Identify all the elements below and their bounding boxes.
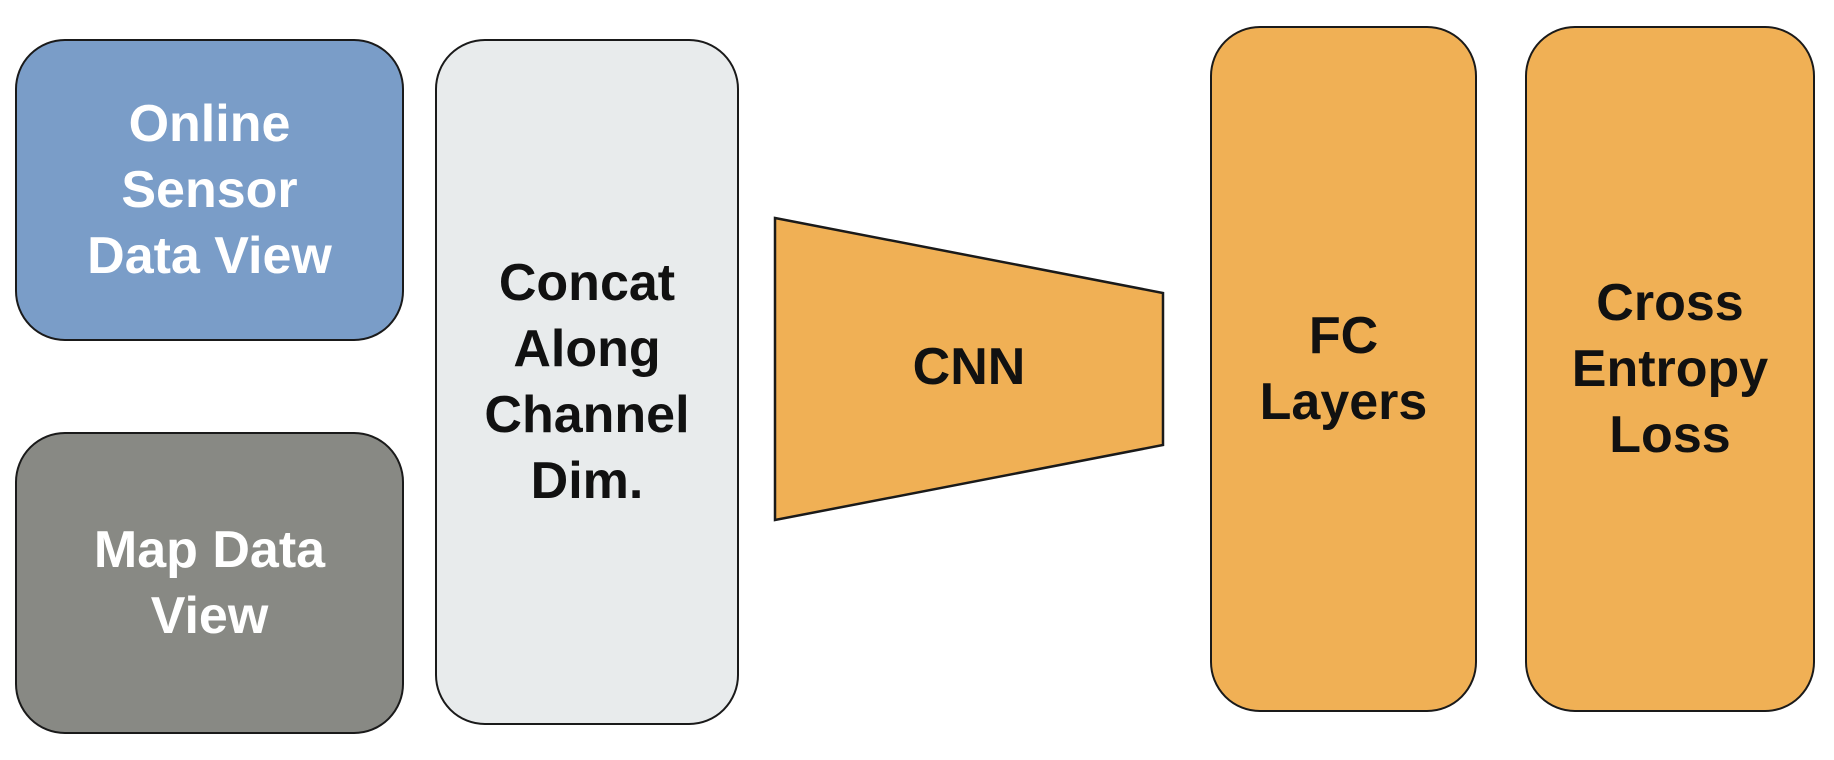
label-line: Online — [128, 95, 291, 153]
label-line: Data View — [87, 227, 332, 285]
concat-block: Concat Along Channel Dim. — [435, 39, 739, 725]
label-line: Map Data — [93, 521, 326, 579]
label-line: Layers — [1259, 373, 1428, 431]
label-line: Along — [513, 320, 661, 378]
label-line: FC — [1308, 307, 1379, 365]
label-line: View — [150, 587, 269, 645]
concat-label: Concat Along Channel Dim. — [484, 250, 689, 514]
fc-layers-label: FC Layers — [1260, 303, 1428, 435]
cross-entropy-loss-block: Cross Entropy Loss — [1525, 26, 1815, 712]
label-line: Sensor — [121, 161, 298, 219]
fc-layers-block: FC Layers — [1210, 26, 1477, 712]
label-line: Loss — [1609, 406, 1731, 464]
online-sensor-data-view-label: Online Sensor Data View — [87, 91, 332, 289]
label-line: Channel — [484, 386, 690, 444]
map-data-view-block: Map Data View — [15, 432, 404, 734]
label-line: Cross — [1596, 274, 1744, 332]
label-line: Concat — [498, 254, 676, 312]
cross-entropy-loss-label: Cross Entropy Loss — [1572, 270, 1768, 468]
label-line: Dim. — [530, 452, 644, 510]
map-data-view-label: Map Data View — [94, 517, 325, 649]
label-line: Entropy — [1571, 340, 1769, 398]
cnn-label: CNN — [912, 338, 1026, 396]
online-sensor-data-view-block: Online Sensor Data View — [15, 39, 404, 341]
